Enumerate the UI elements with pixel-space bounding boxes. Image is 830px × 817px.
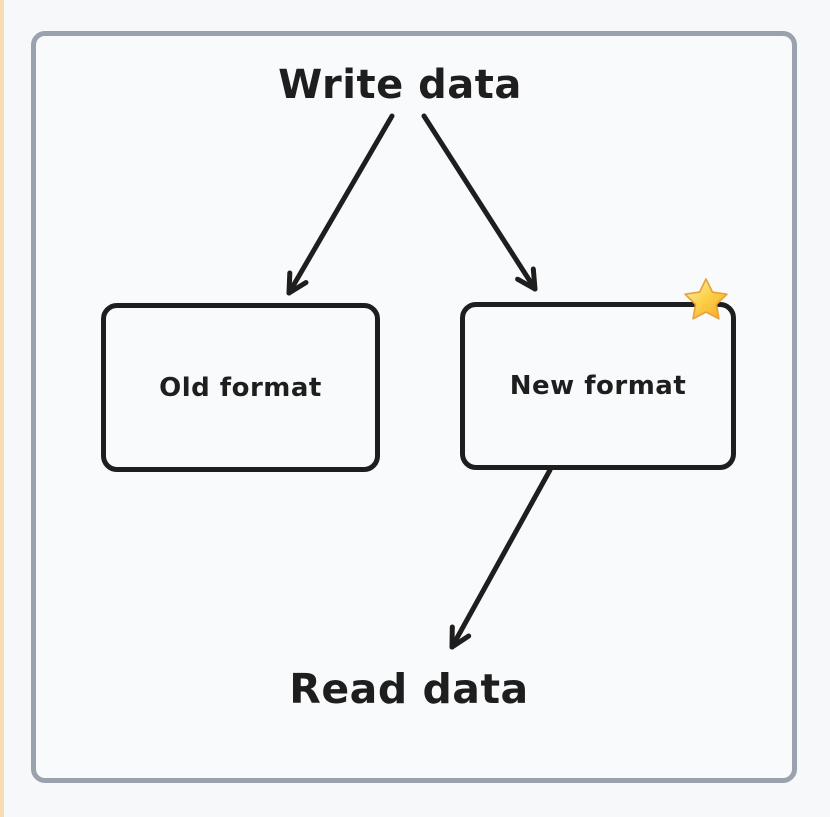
node-new-format: New format [460,302,736,470]
node-new-format-label: New format [509,371,687,401]
star-icon [684,278,728,320]
left-edge-accent [0,0,4,817]
node-old-format: Old format [101,303,380,472]
write-data-label: Write data [278,62,522,108]
node-old-format-label: Old format [159,372,322,403]
read-data-label: Read data [289,665,529,713]
